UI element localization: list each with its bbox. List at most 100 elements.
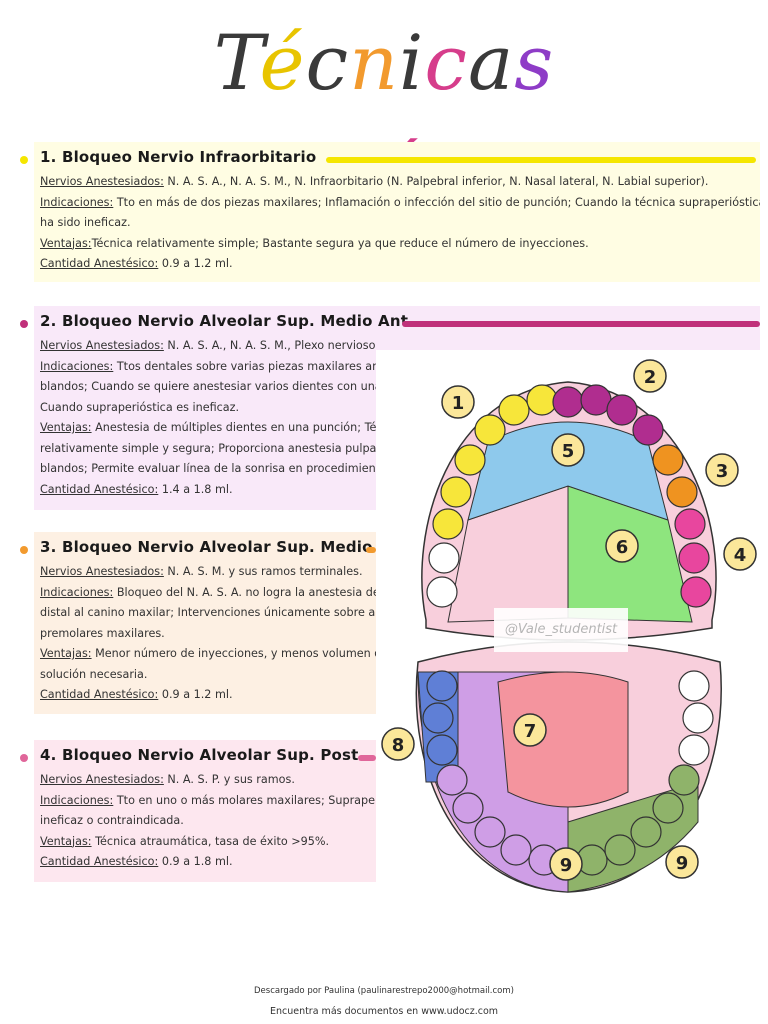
lower-tooth: [452, 792, 484, 824]
field-label: Indicaciones:: [40, 359, 114, 373]
field-text: N. A. S. A., N. A. S. M., Plexo nervioso…: [167, 339, 376, 352]
upper-tooth: [454, 444, 486, 476]
upper-tooth: [674, 508, 706, 540]
field-text: Menor número de inyecciones, y menos vol…: [91, 647, 376, 660]
lower-tooth: [422, 702, 454, 734]
upper-tooth: [606, 394, 638, 426]
card-heading-row: 3. Bloqueo Nervio Alveolar Sup. Medio: [20, 538, 376, 562]
upper-tooth: [678, 542, 710, 574]
field-text: ineficaz o contraindicada.: [40, 814, 184, 827]
field-text: Tto en uno o más molares maxilares; Supr…: [116, 793, 376, 807]
bullet-dot-icon: [20, 320, 28, 328]
field-text: blandos; Cuando se quiere anestesiar var…: [40, 380, 376, 393]
card-line: blandos; Cuando se quiere anestesiar var…: [40, 377, 376, 398]
upper-tooth: [666, 476, 698, 508]
card-heading-row: 2. Bloqueo Nervio Alveolar Sup. Medio An…: [20, 312, 760, 336]
technique-card-2: 2. Bloqueo Nervio Alveolar Sup. Medio An…: [20, 306, 760, 510]
field-label: Ventajas:: [40, 834, 92, 848]
field-text: blandos; Permite evaluar línea de la son…: [40, 462, 376, 475]
field-label: Ventajas:: [40, 421, 92, 434]
card-line: Cantidad Anestésico: 1.4 a 1.8 ml.: [40, 480, 376, 501]
upper-tooth: [440, 476, 472, 508]
card-heading: 4. Bloqueo Nervio Alveolar Sup. Post.: [40, 746, 365, 764]
zone-number-label: 7: [524, 721, 537, 742]
card-line: Nervios Anestesiados: N. A. S. A., N. A.…: [40, 172, 760, 193]
upper-tooth: [632, 414, 664, 446]
zone-number-label: 9: [560, 855, 573, 876]
card-heading: 2. Bloqueo Nervio Alveolar Sup. Medio An…: [40, 312, 415, 330]
title-letter: c: [305, 18, 350, 107]
field-text: N. A. S. A., N. A. S. M., N. Infraorbita…: [163, 175, 709, 188]
zone-number-label: 8: [392, 735, 405, 756]
field-label: Ventajas:: [40, 236, 92, 250]
zone-badge-9: [549, 847, 583, 881]
card-heading: 3. Bloqueo Nervio Alveolar Sup. Medio: [40, 538, 373, 556]
field-text: Técnica relativamente simple; Bastante s…: [91, 236, 589, 250]
field-label: Nervios Anestesiados:: [40, 339, 164, 352]
card-line: Ventajas: Técnica atraumática, tasa de é…: [40, 832, 376, 853]
zone-number-label: 9: [676, 853, 689, 874]
footer-link[interactable]: Encuentra más documentos en www.udocz.co…: [269, 1006, 499, 1017]
card-line: Cantidad Anestésico: 0.9 a 1.2 ml.: [40, 254, 760, 275]
lower-tooth: [436, 764, 468, 796]
tongue: [497, 671, 629, 808]
zone-badge-7: [513, 713, 547, 747]
title-letter: é: [259, 18, 306, 107]
card-line: Ventajas:Técnica relativamente simple; B…: [40, 234, 760, 255]
card-2-heading-band: [376, 306, 760, 350]
zone-badge-8: [381, 727, 415, 761]
zone-badge-5: [551, 433, 585, 467]
zone-number-label: 1: [452, 393, 465, 414]
lower-tooth: [678, 734, 710, 766]
upper-tooth: [652, 444, 684, 476]
field-text: solución necesaria.: [40, 667, 148, 681]
field-label: Indicaciones:: [40, 195, 114, 209]
zone-number-label: 2: [644, 367, 657, 388]
page-title: Técnicas Anestésicas: [0, 8, 768, 217]
card-line: ha sido ineficaz.: [40, 213, 760, 234]
technique-card-4: 4. Bloqueo Nervio Alveolar Sup. Post.Ner…: [20, 740, 376, 882]
zone-badge-2: [633, 359, 667, 393]
card-heading-row: 4. Bloqueo Nervio Alveolar Sup. Post.: [20, 746, 376, 770]
field-text: N. A. S. P. y sus ramos.: [163, 773, 295, 786]
zone-number-label: 5: [562, 441, 575, 462]
zone-number-label: 3: [716, 461, 729, 482]
field-text: ha sido ineficaz.: [40, 216, 131, 229]
card-line: Indicaciones: Bloqueo del N. A. S. A. no…: [40, 583, 376, 604]
field-label: Indicaciones:: [40, 793, 114, 807]
field-text: distal al canino maxilar; Intervenciones…: [40, 606, 376, 619]
upper-tooth: [474, 414, 506, 446]
field-text: premolares maxilares.: [40, 626, 165, 640]
upper-tooth: [526, 384, 558, 416]
field-text: 0.9 a 1.2 ml.: [158, 257, 233, 270]
field-text: 0.9 a 1.8 ml.: [158, 855, 233, 868]
lower-tooth: [678, 670, 710, 702]
card-heading: 1. Bloqueo Nervio Infraorbitario: [40, 148, 317, 166]
zone-badge-9: [665, 845, 699, 879]
field-label: Nervios Anestesiados:: [40, 175, 164, 188]
watermark: @Vale_studentist: [494, 608, 628, 652]
field-text: Técnica atraumática, tasa de éxito >95%.: [91, 834, 330, 848]
zone-badge-1: [441, 385, 475, 419]
card-line: Ventajas: Menor número de inyecciones, y…: [40, 644, 376, 665]
card-line: Indicaciones: Tto en más de dos piezas m…: [40, 193, 760, 214]
bullet-dot-icon: [20, 156, 28, 164]
field-text: Anestesia de múltiples dientes en una pu…: [91, 421, 376, 434]
title-letter: n: [349, 18, 400, 107]
zone-badge-6: [605, 529, 639, 563]
upper-tooth: [552, 386, 584, 418]
card-line: Nervios Anestesiados: N. A. S. A., N. A.…: [40, 336, 376, 357]
heading-highlight-bar: [358, 755, 376, 761]
lower-tooth: [682, 702, 714, 734]
card-line: premolares maxilares.: [40, 624, 376, 645]
field-text: Cuando supraperióstica es ineficaz.: [40, 400, 240, 414]
zone-badge-3: [705, 453, 739, 487]
field-label: Cantidad Anestésico:: [40, 855, 159, 868]
field-text: Bloqueo del N. A. S. A. no logra la anes…: [116, 585, 376, 599]
heading-highlight-bar: [402, 321, 760, 327]
zone-5: [467, 421, 669, 521]
title-letter: T: [213, 18, 260, 107]
